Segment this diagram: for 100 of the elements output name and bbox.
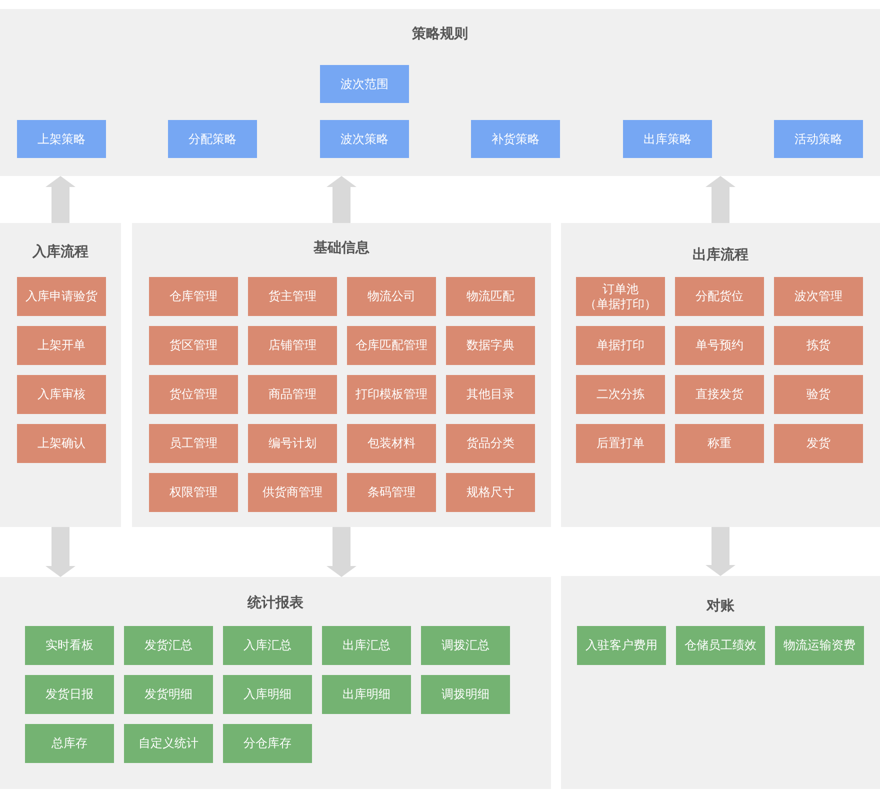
module-label: 调拨明细	[442, 687, 490, 702]
section-title: 统计报表	[248, 594, 304, 613]
module-label: 货主管理	[268, 289, 316, 304]
module-label: 发货明细	[144, 687, 192, 702]
module-tile	[471, 120, 560, 158]
block-arrow	[706, 176, 736, 223]
module-label: 仓库管理	[170, 289, 218, 304]
module-label: 物流运输资费	[784, 638, 856, 653]
module-label: 订单池（单据打印）	[584, 282, 658, 312]
module-tile	[223, 675, 312, 714]
module-tile	[124, 675, 213, 714]
module-tile	[124, 626, 213, 665]
module-tile	[149, 473, 238, 512]
module-label: 上架确认	[38, 436, 86, 451]
module-tile	[223, 626, 312, 665]
module-label: 员工管理	[170, 436, 218, 451]
module-label: 拣货	[806, 338, 830, 353]
module-tile	[223, 724, 312, 763]
module-label: 入库审核	[38, 387, 86, 402]
module-tile	[17, 424, 106, 463]
module-tile	[149, 326, 238, 365]
module-tile	[675, 424, 764, 463]
module-tile	[17, 326, 106, 365]
module-label: 二次分拣	[596, 387, 644, 402]
module-label: 仓储员工绩效	[684, 638, 756, 653]
module-label: 总库存	[52, 736, 88, 751]
module-tile	[675, 277, 764, 316]
module-label: 波次范围	[340, 76, 388, 92]
module-tile	[675, 326, 764, 365]
section-title: 对账	[706, 597, 734, 616]
module-label: 发货	[806, 436, 830, 451]
module-tile	[347, 375, 436, 414]
module-label: 货区管理	[170, 338, 218, 353]
module-label: 包装材料	[368, 436, 416, 451]
module-tile	[248, 277, 337, 316]
module-label: 波次管理	[794, 289, 842, 304]
module-label: 物流公司	[368, 289, 416, 304]
module-label: 分配货位	[696, 289, 744, 304]
module-tile	[676, 626, 765, 665]
module-label: 上架策略	[38, 132, 86, 146]
module-tile	[320, 120, 409, 158]
module-tile	[320, 65, 409, 103]
module-tile	[576, 424, 665, 463]
module-label: 单号预约	[696, 338, 744, 353]
module-label: 上架开单	[38, 338, 86, 353]
module-tile	[248, 424, 337, 463]
section-title: 出库流程	[692, 246, 748, 265]
section-title: 策略规则	[412, 25, 468, 44]
module-tile	[17, 120, 106, 158]
module-label: 调拨汇总	[442, 638, 490, 653]
module-label: 规格尺寸	[466, 485, 514, 500]
module-label: 称重	[708, 436, 732, 451]
module-tile	[577, 626, 666, 665]
section-panel	[132, 223, 551, 527]
block-arrow	[46, 527, 76, 577]
module-label: 入驻客户费用	[586, 638, 658, 653]
module-tile	[576, 326, 665, 365]
module-tile	[17, 375, 106, 414]
module-label: 其他目录	[466, 387, 514, 402]
module-label: 后置打单	[596, 436, 644, 451]
module-label: 分配策略	[188, 132, 236, 146]
module-label: 店铺管理	[268, 338, 316, 353]
module-tile	[775, 626, 864, 665]
module-label: 补货策略	[492, 132, 540, 146]
module-label: 仓库匹配管理	[356, 338, 428, 353]
module-tile	[421, 626, 510, 665]
section-panel	[561, 223, 880, 527]
module-tile	[124, 724, 213, 763]
module-tile	[25, 724, 114, 763]
module-tile	[25, 626, 114, 665]
module-label: 数据字典	[466, 338, 514, 353]
module-label: 出库策略	[644, 132, 692, 146]
section-panel	[0, 9, 880, 176]
module-label: 物流匹配	[466, 289, 514, 304]
module-label: 活动策略	[794, 132, 842, 146]
block-arrow	[706, 527, 736, 576]
module-label: 供货商管理	[262, 485, 322, 500]
module-label: 编号计划	[268, 436, 316, 451]
section-title: 基础信息	[314, 239, 370, 258]
module-tile	[446, 424, 535, 463]
module-tile	[322, 675, 411, 714]
module-tile	[149, 277, 238, 316]
module-tile	[248, 473, 337, 512]
module-label: 发货汇总	[144, 638, 192, 653]
module-tile	[576, 277, 665, 316]
module-label: 出库汇总	[342, 638, 390, 653]
module-label: 入库汇总	[244, 638, 292, 653]
module-tile	[149, 375, 238, 414]
module-label: 入库申请验货	[26, 289, 98, 304]
block-arrow	[326, 527, 356, 577]
block-arrow	[326, 176, 356, 223]
module-tile	[774, 120, 863, 158]
module-tile	[25, 675, 114, 714]
module-label: 货品分类	[466, 436, 514, 451]
section-panel	[0, 223, 121, 527]
section-panel	[561, 576, 880, 789]
module-tile	[248, 326, 337, 365]
module-tile	[774, 277, 863, 316]
module-label: 货位管理	[170, 387, 218, 402]
module-tile	[347, 326, 436, 365]
